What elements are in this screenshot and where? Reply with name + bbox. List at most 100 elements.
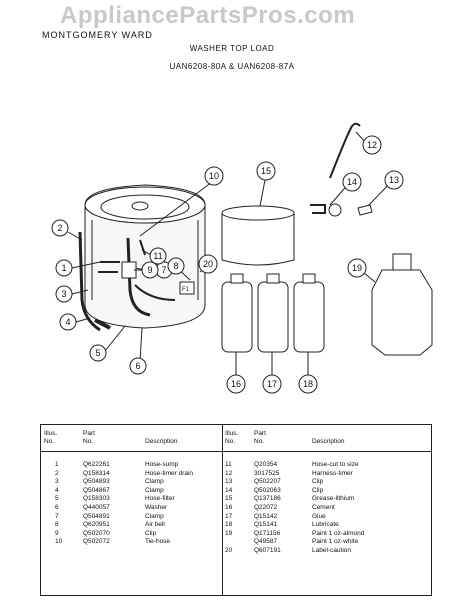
part-description: Washer [145, 504, 168, 511]
part-number: 3017525 [254, 469, 280, 477]
illus-number: 10 [55, 538, 63, 546]
illus-number: 12 [225, 469, 233, 477]
part-number: Q20354 [254, 461, 278, 468]
callout-5: 5 [89, 344, 107, 362]
svg-text:12: 12 [367, 140, 377, 150]
svg-text:7: 7 [161, 265, 166, 275]
part-description: Paint 1 oz-white [312, 538, 359, 546]
illus-number: 1 [55, 461, 59, 468]
table-row: 9 Q502070 Clip [41, 530, 222, 539]
illus-number: 8 [55, 521, 59, 529]
brand-name: MONTGOMERY WARD [42, 30, 153, 40]
part-description: Hose-timer drain [145, 469, 194, 477]
part-number: Q502207 [254, 478, 281, 486]
callout-15: 15 [256, 161, 276, 181]
part-number: Q502070 [83, 529, 110, 537]
part-description: Clip [312, 486, 324, 494]
part-description: Clip [145, 529, 157, 537]
svg-text:5: 5 [95, 348, 100, 358]
header-part: Part [254, 430, 266, 437]
header-no: No. [44, 438, 55, 445]
diagram-title: WASHER TOP LOAD [189, 44, 275, 53]
svg-text:15: 15 [261, 166, 271, 176]
illus-number: 4 [55, 486, 59, 494]
illus-number: 13 [225, 478, 233, 486]
svg-text:4: 4 [65, 317, 70, 327]
part-description: Hose-cut to size [312, 461, 359, 468]
callout-9: 9 [141, 261, 159, 279]
svg-text:8: 8 [173, 261, 178, 271]
svg-text:11: 11 [153, 251, 162, 261]
table-header-right: Illus. No. Part No. Description [222, 425, 431, 452]
washer-tub-drawing: F1 [78, 184, 206, 332]
illus-number: 5 [55, 495, 59, 503]
part-number: Q504867 [83, 486, 110, 494]
part-number: Q22072 [254, 504, 278, 511]
callout-17: 17 [262, 374, 282, 394]
callout-16: 16 [226, 374, 246, 394]
svg-text:2: 2 [57, 223, 62, 233]
header-part-no: No. [83, 438, 94, 445]
callout-13: 13 [384, 170, 404, 190]
part-description: Air bell [145, 521, 165, 529]
callout-2: 2 [51, 219, 69, 237]
part-number: Q158314 [83, 469, 110, 477]
header-description: Description [145, 438, 178, 445]
svg-text:10: 10 [209, 171, 219, 181]
part-number: Q440057 [83, 504, 110, 511]
part-number: Q158303 [83, 495, 110, 503]
table-row: 3 Q504893 Clamp [41, 478, 222, 487]
callout-3: 3 [55, 285, 73, 303]
part-description: Clamp [145, 486, 164, 494]
part-number: Q49587 [254, 538, 278, 546]
parts-table: Illus. No. Part No. Description 1 Q622261… [40, 424, 432, 596]
callout-14: 14 [342, 172, 362, 192]
part-number: Q622261 [83, 461, 110, 468]
part-number: Q15142 [254, 512, 278, 520]
part-description: Glue [312, 512, 326, 520]
harness-drawing [329, 122, 361, 179]
clip-small-drawing [357, 204, 373, 216]
svg-text:9: 9 [147, 265, 152, 275]
callout-8: 8 [167, 257, 185, 275]
callout-20: 20 [198, 254, 218, 274]
illus-number: 9 [55, 529, 59, 537]
callout-18: 18 [298, 374, 318, 394]
part-description: Lubricate [312, 521, 339, 529]
header-description: Description [312, 438, 345, 445]
table-row: 4 Q504867 Clamp [41, 487, 222, 496]
part-number: Q607191 [254, 547, 281, 554]
part-description: Label-caution [312, 547, 352, 554]
svg-text:16: 16 [231, 379, 241, 389]
part-number: Q502063 [254, 486, 281, 494]
part-number: Q502072 [83, 538, 110, 546]
svg-text:20: 20 [203, 259, 213, 269]
illus-number: 3 [55, 478, 59, 486]
part-number: Q15141 [254, 521, 278, 529]
svg-text:1: 1 [61, 263, 66, 273]
illus-number: 7 [55, 512, 59, 520]
callout-10: 10 [204, 166, 224, 186]
watermark: AppliancePartsPros.com [60, 2, 356, 29]
bottles-drawing [221, 273, 325, 353]
part-number: Q504893 [83, 478, 110, 486]
part-description: Clamp [145, 512, 164, 520]
paint-bottle-drawing [371, 253, 433, 356]
part-description: Cement [312, 504, 335, 511]
header-illus: Illus. [44, 430, 58, 437]
part-description: Clamp [145, 478, 164, 486]
part-number: Q137186 [254, 495, 281, 503]
callout-19: 19 [347, 258, 367, 278]
